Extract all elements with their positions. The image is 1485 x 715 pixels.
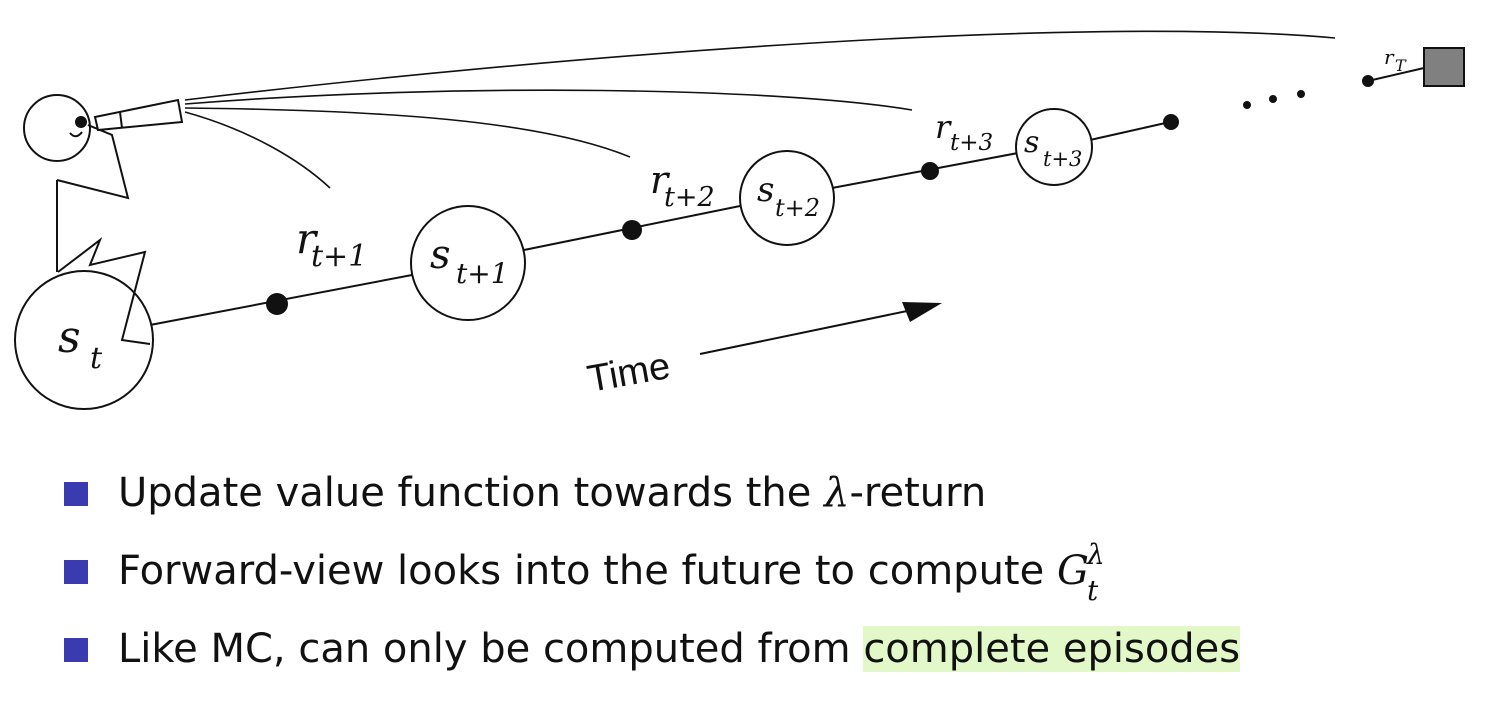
reward-rt3-label: r [935, 108, 952, 146]
bullet-item-lambda-return: Update value function towards the λ-retu… [62, 462, 1240, 540]
state-st2-label: s [757, 170, 774, 210]
reward-rt3-sub: t+3 [950, 130, 993, 156]
reward-rT-label: r [1384, 45, 1395, 69]
bullet-text: Update value function towards the [118, 470, 825, 516]
state-st-sub: t [90, 341, 103, 376]
reward-dot-2 [622, 220, 642, 240]
bullet-square-icon [64, 482, 88, 506]
reward-rt1-label: r [296, 214, 319, 263]
bullet-text-tail: -return [849, 470, 987, 516]
bullet-list: Update value function towards the λ-retu… [62, 462, 1241, 696]
reward-dot-4 [1163, 114, 1179, 130]
telescope-icon [75, 98, 184, 132]
state-st3-sub: t+3 [1043, 147, 1082, 171]
bullet-text: Forward-view looks into the future to co… [118, 548, 1057, 594]
reward-rt1-sub: t+1 [311, 239, 367, 274]
highlighted-text: complete episodes [863, 626, 1241, 672]
state-st3-label: s [1024, 125, 1039, 160]
bullet-square-icon [64, 638, 88, 662]
terminal-state-box [1423, 47, 1465, 87]
reward-dot-1 [266, 293, 288, 315]
state-st1-circle [410, 205, 526, 321]
bullet-item-forward-view: Forward-view looks into the future to co… [62, 538, 1240, 618]
bullet-item-like-mc: Like MC, can only be computed from compl… [62, 618, 1241, 696]
observer-head [23, 94, 91, 162]
bullet-square-icon [64, 560, 88, 584]
reward-dot-final [1362, 75, 1374, 87]
state-st2-sub: t+2 [775, 194, 820, 222]
state-st-label: s [58, 312, 81, 363]
lookahead-lines [184, 30, 1336, 189]
reward-rT-sub: T [1395, 56, 1407, 75]
bullet-text: Like MC, can only be computed from [118, 626, 864, 672]
reward-rt2-sub: t+2 [664, 182, 715, 213]
observer-figure [23, 94, 151, 345]
reward-dot-3 [921, 162, 939, 180]
time-arrow [699, 302, 942, 355]
time-label: Time [584, 345, 673, 401]
state-st-circle [14, 270, 154, 410]
state-st1-label: s [430, 232, 451, 278]
lambda-symbol: λ [824, 470, 850, 516]
state-st1-sub: t+1 [456, 257, 509, 290]
state-st2-circle [739, 150, 835, 246]
forward-view-diagram: s t s t+1 s t+2 s t+3 r t+1 r t+2 r t+3 … [14, 30, 1465, 410]
ellipsis-dots [1243, 90, 1305, 109]
state-st3-circle [1015, 108, 1093, 186]
reward-rt2-label: r [650, 158, 671, 202]
